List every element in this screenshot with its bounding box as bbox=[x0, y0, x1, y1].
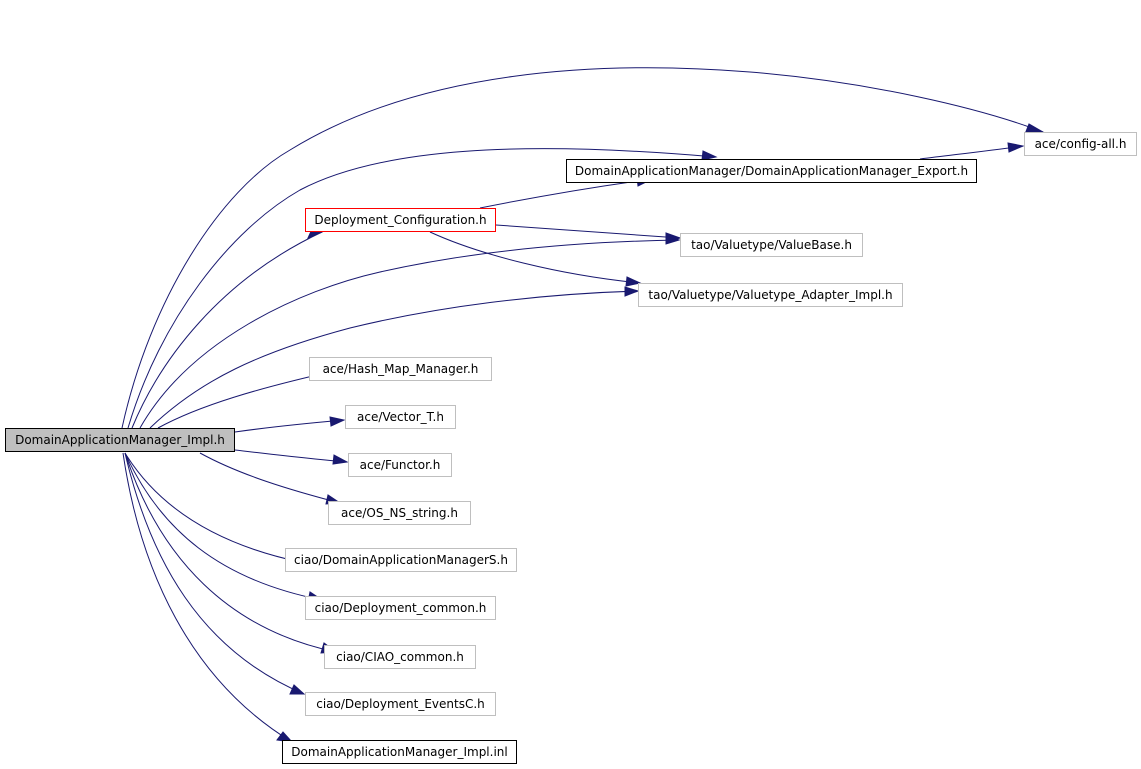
node-functor[interactable]: ace/Functor.h bbox=[348, 453, 452, 477]
edge-root-to-config-all bbox=[121, 67, 1044, 429]
edge-depconf-to-valuetype-adapter bbox=[429, 231, 641, 284]
arrowhead-dep-eventsC bbox=[289, 684, 306, 695]
edge-root-to-deployment-common bbox=[124, 452, 323, 601]
node-hash-map-manager[interactable]: ace/Hash_Map_Manager.h bbox=[309, 357, 492, 381]
arrowhead-exp-to-config bbox=[1007, 142, 1025, 153]
node-vector-t[interactable]: ace/Vector_T.h bbox=[345, 405, 456, 429]
node-config-all[interactable]: ace/config-all.h bbox=[1024, 132, 1137, 156]
node-deployment-common[interactable]: ciao/Deployment_common.h bbox=[305, 596, 496, 620]
edge-root-to-ciao-common bbox=[124, 452, 337, 653]
edge-root-to-valuebase bbox=[139, 239, 680, 429]
edge-dam-export-to-config-all bbox=[919, 145, 1024, 160]
node-deployment-eventsC[interactable]: ciao/Deployment_EventsC.h bbox=[305, 692, 496, 716]
edge-root-to-dam-export bbox=[127, 148, 717, 429]
node-dam-export[interactable]: DomainApplicationManager/DomainApplicati… bbox=[566, 159, 977, 183]
edge-root-to-functor bbox=[234, 449, 348, 463]
node-deployment-configuration[interactable]: Deployment_Configuration.h bbox=[305, 208, 496, 232]
edge-depconf-to-valuebase bbox=[495, 224, 681, 239]
node-root-domainapplicationmanager-impl: DomainApplicationManager_Impl.h bbox=[5, 428, 235, 452]
edge-root-to-deployment-config bbox=[131, 231, 323, 429]
edge-root-to-deployment-eventsC bbox=[124, 452, 305, 695]
edge-root-to-valuetype-adapter bbox=[149, 290, 639, 429]
node-valuebase[interactable]: tao/Valuetype/ValueBase.h bbox=[680, 233, 863, 257]
edge-root-to-impl-inl bbox=[122, 452, 293, 743]
edge-root-to-vector-t bbox=[234, 419, 345, 433]
arrowhead-dc-to-valuetype bbox=[625, 276, 642, 287]
node-ciao-common[interactable]: ciao/CIAO_common.h bbox=[324, 645, 476, 669]
edge-depconf-to-dam-export bbox=[479, 178, 653, 209]
node-domainapplicationmanagerS[interactable]: ciao/DomainApplicationManagerS.h bbox=[285, 548, 517, 572]
arrowhead-valuetype bbox=[624, 286, 640, 297]
node-impl-inl[interactable]: DomainApplicationManager_Impl.inl bbox=[282, 740, 517, 764]
arrowhead-functor bbox=[332, 454, 349, 465]
edge-root-to-damS bbox=[124, 452, 301, 563]
node-os-ns-string[interactable]: ace/OS_NS_string.h bbox=[328, 501, 471, 525]
arrowhead-dc-to-valuebase bbox=[665, 232, 682, 243]
edge-root-to-hash-map-manager bbox=[157, 371, 331, 429]
arrowhead-vector-t bbox=[329, 416, 346, 427]
edge-root-to-os-ns-string bbox=[199, 452, 341, 504]
arrowhead-dam-export bbox=[701, 150, 718, 161]
node-valuetype-adapter-impl[interactable]: tao/Valuetype/Valuetype_Adapter_Impl.h bbox=[638, 283, 903, 307]
